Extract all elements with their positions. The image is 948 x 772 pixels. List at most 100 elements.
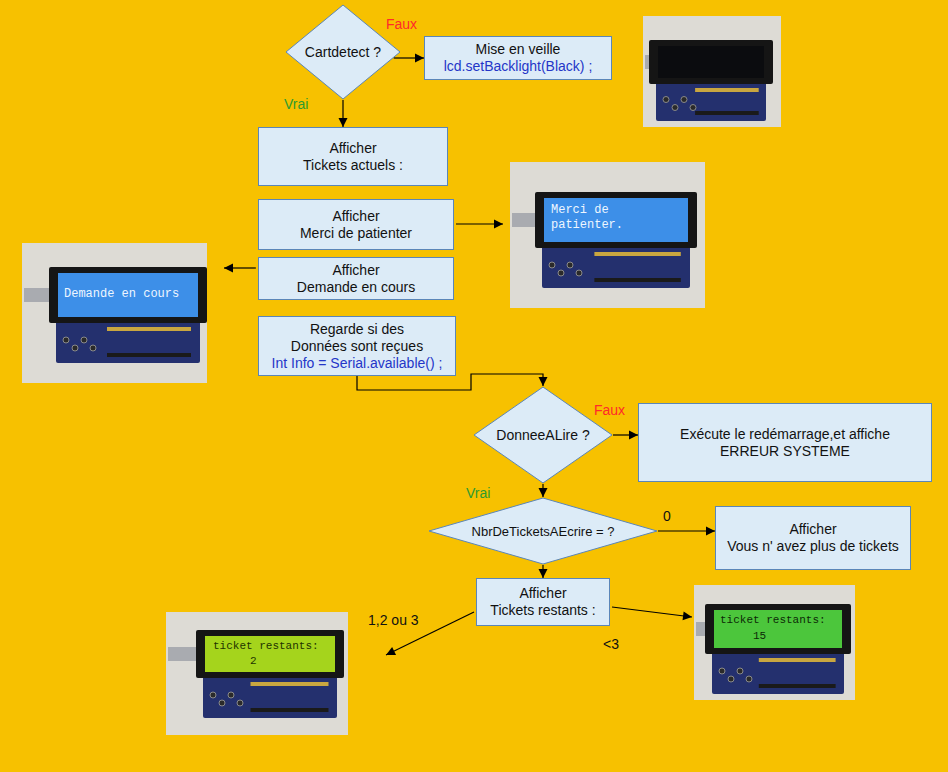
lcd-screen [58,273,198,317]
lcd-text: 2 [250,654,290,668]
edge-label: Faux [386,16,417,33]
branch-label: 1,2 ou 3 [368,612,419,629]
push-button [210,692,216,698]
push-button [219,700,225,706]
lcd-screen [205,636,335,672]
arrow-head [539,569,548,578]
pin-header [594,252,680,256]
node-text: Afficher Vous n' avez plus de tickets [727,521,899,555]
flow-connector [539,565,548,578]
push-button [558,270,564,276]
push-button [90,345,96,351]
lcd-screen [658,46,764,78]
edge-label: Faux [594,402,625,419]
lcd-photo [510,162,705,308]
diamond-shape [474,387,612,483]
node-text: Regarde si des Données sont reçues [291,321,423,355]
push-button [549,262,555,268]
pin-header [695,111,759,115]
lcd-frame [649,40,773,84]
connector-line [357,374,543,390]
lcd-frame [535,192,697,248]
branch-label: <3 [603,636,619,653]
push-button [567,262,573,268]
pointer-arrow [612,607,692,617]
node-code-text: Int Info = Serial.available() ; [272,355,443,372]
node-text: Exécute le redémarrage,et affiche ERREUR… [680,426,890,460]
photo-ground [166,612,348,735]
node-text: DonneeALire ? [496,427,589,444]
photo-ground [22,243,207,383]
lcd-frame [196,630,344,678]
push-button [72,345,78,351]
node-text: NbrDeTicketsAEcrire = ? [472,523,615,540]
push-button [576,270,582,276]
node-text: Afficher Tickets actuels : [303,140,403,174]
lcd-screen [544,198,688,242]
lcd-photo [22,243,207,383]
push-button [237,700,243,706]
lcd-frame [49,267,207,323]
push-button [672,105,678,111]
node-text: Cartdetect ? [305,44,381,61]
node-code-text: lcd.setBacklight(Black) ; [444,58,593,75]
pcb-board [56,321,200,363]
push-button [81,337,87,343]
arrow-head [683,611,692,620]
arrow-head [494,220,503,229]
push-button [728,676,734,682]
push-button [228,692,234,698]
arrow-head [339,118,348,127]
photo-ground [643,16,781,127]
node-text: Afficher Demande en cours [297,262,415,296]
lcd-screen [714,610,842,648]
process-box: Afficher Tickets restants : [476,578,610,626]
process-box: Mise en veillelcd.setBacklight(Black) ; [424,36,612,80]
arrow-head [539,488,548,497]
lcd-text: 15 [753,629,793,643]
photo-ground [510,162,705,308]
flow-connector [658,527,715,536]
node-text: Afficher Tickets restants : [490,585,595,619]
push-button [690,105,696,111]
photo-ground [694,585,855,700]
push-button [746,676,752,682]
flow-connector [613,431,638,440]
lcd-text: Merci de patienter. [551,203,663,233]
lcd-text: ticket restants: [213,639,331,653]
push-button [737,668,743,674]
process-box: Afficher Demande en cours [258,257,454,300]
process-box: Afficher Tickets actuels : [258,127,448,186]
edge-label: Vrai [284,96,308,113]
process-box: Regarde si des Données sont reçuesInt In… [258,316,456,376]
pcb-board [656,82,766,121]
arrow-head [224,264,233,273]
edge-label: Vrai [466,485,490,502]
lcd-frame [705,604,851,654]
push-button [63,337,69,343]
pcb-board [542,246,690,288]
decision-diamond: NbrDeTicketsAEcrire = ? [428,497,658,565]
pin-header [759,658,836,662]
push-button [663,97,669,103]
flow-connector [357,374,548,390]
pcb-board [712,652,844,694]
flow-connector [339,100,348,127]
arrow-head [629,431,638,440]
node-text: Afficher Merci de patienter [300,208,412,242]
process-box: Afficher Vous n' avez plus de tickets [715,506,911,570]
arrow-head [706,527,715,536]
pin-header [759,684,836,688]
usb-plug [168,647,198,661]
pin-header [695,88,759,92]
edge-label: 0 [663,508,671,525]
node-text: Mise en veille [476,41,561,58]
flow-connector [394,54,424,63]
pin-header [594,278,680,282]
lcd-photo [694,585,855,700]
usb-plug [512,213,537,227]
lcd-text: Demande en cours [64,287,194,302]
arrow-head [415,54,424,63]
